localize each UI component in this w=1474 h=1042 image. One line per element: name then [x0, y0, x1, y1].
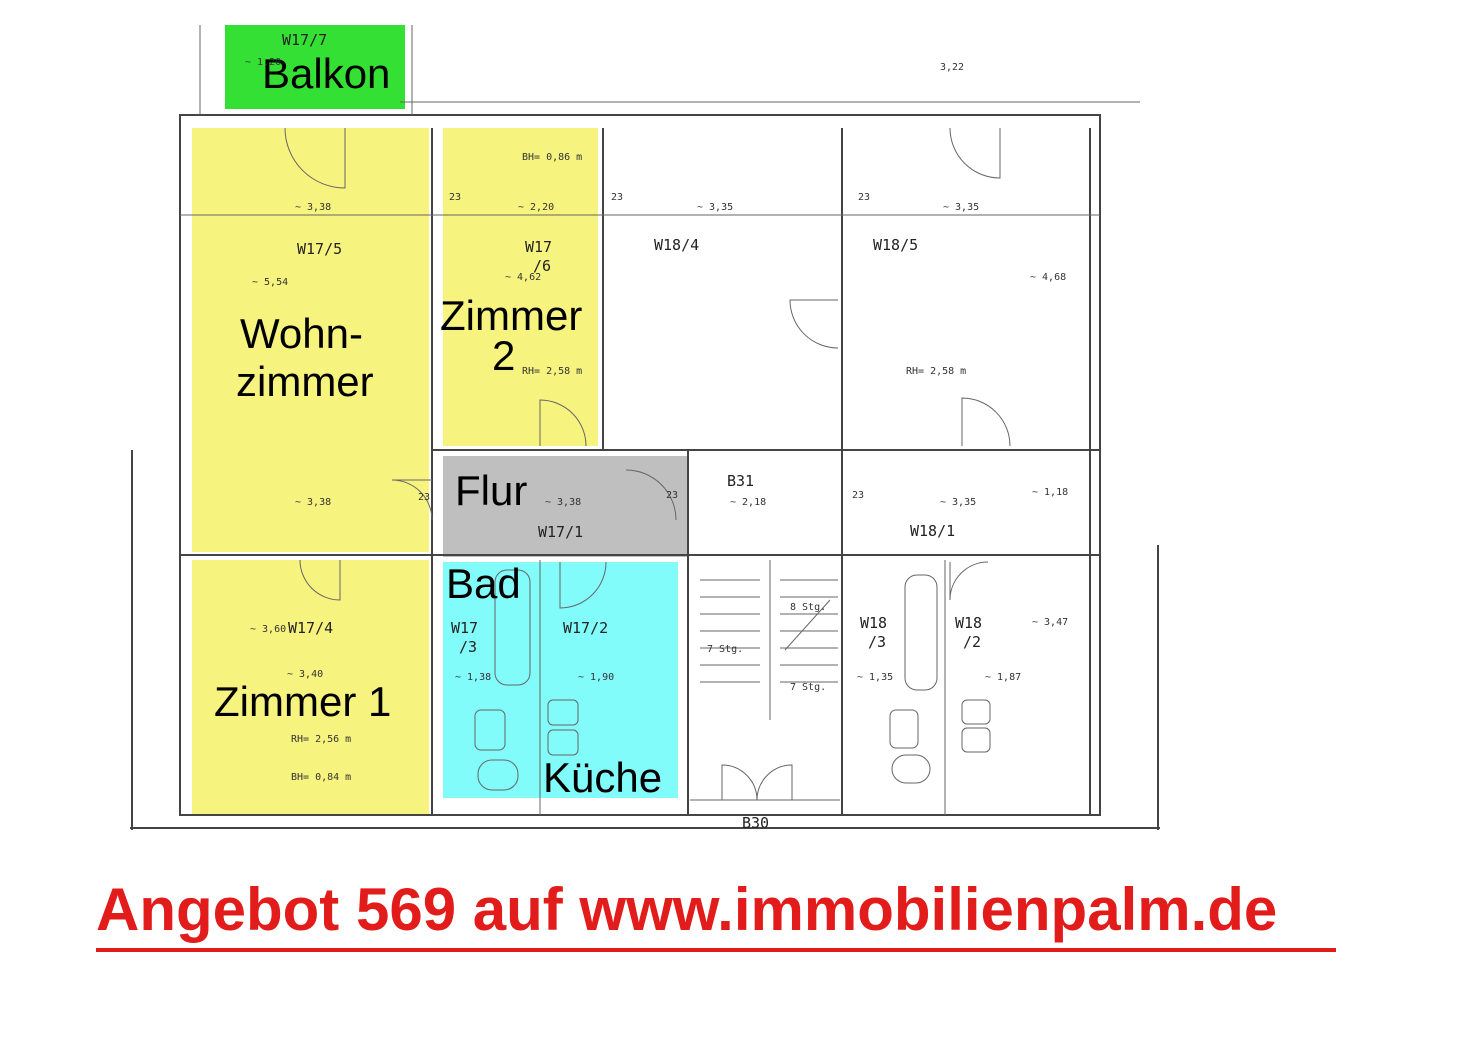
dim-340: ~ 3,40 [287, 669, 323, 680]
zimmer2-label-1: Zimmer [440, 292, 582, 339]
dim-462: ~ 4,62 [505, 272, 541, 283]
code-w17-5: W17/5 [297, 240, 342, 258]
balkon-label: Balkon [262, 50, 390, 97]
dim-220: ~ 2,20 [518, 202, 554, 213]
bad-label: Bad [446, 560, 521, 607]
dim-218: ~ 2,18 [730, 497, 766, 508]
dim-335b: ~ 3,35 [943, 202, 979, 213]
dim-135: ~ 1,35 [857, 672, 893, 683]
floor-plan: Balkon Wohn- zimmer Zimmer 2 Flur Bad Kü… [130, 25, 1160, 832]
bathroom-fixtures [474, 569, 991, 791]
code-w17-7: W17/7 [282, 31, 327, 49]
dim-338b: ~ 3,38 [295, 497, 331, 508]
code-w18-1: W18/1 [910, 522, 955, 540]
code-w18-3a: W18 [860, 614, 887, 632]
dim-187: ~ 1,87 [985, 672, 1021, 683]
code-w18-2b: /2 [963, 633, 981, 651]
stg-a: 7 Stg. [707, 644, 743, 655]
bh-zimmer2: BH= 0,86 m [522, 152, 582, 163]
dim-23d: 23 [418, 492, 430, 503]
code-w18-4: W18/4 [654, 236, 699, 254]
zimmer2-label-2: 2 [492, 332, 515, 379]
flur-fill [443, 456, 688, 557]
stg-c: 7 Stg. [790, 682, 826, 693]
dim-322: 3,22 [940, 62, 964, 73]
zimmer1-fill [192, 560, 429, 815]
dim-23e: 23 [666, 490, 678, 501]
outer-wall [179, 114, 1101, 816]
code-w17-4: W17/4 [288, 619, 333, 637]
zimmer1-label: Zimmer 1 [214, 678, 391, 725]
wohnzimmer-label-1: Wohn- [240, 310, 363, 357]
rh-w18-5: RH= 2,58 m [906, 366, 966, 377]
dim-23a: 23 [449, 192, 461, 203]
code-w17-6a: W17 [525, 238, 552, 256]
code-w17-2: W17/2 [563, 619, 608, 637]
dim-23b: 23 [611, 192, 623, 203]
code-w18-3b: /3 [868, 633, 886, 651]
wohnzimmer-label-2: zimmer [236, 358, 374, 405]
code-w17-6b: /6 [533, 257, 551, 275]
doors [284, 127, 1011, 801]
dim-23f: 23 [852, 490, 864, 501]
flur-label: Flur [455, 467, 527, 514]
stg-b: 8 Stg. [790, 602, 826, 613]
dim-468: ~ 4,68 [1030, 272, 1066, 283]
kueche-label: Küche [543, 754, 662, 801]
stairs [700, 560, 838, 720]
code-w17-3a: W17 [451, 619, 478, 637]
dim-335c: ~ 3,35 [940, 497, 976, 508]
wohnzimmer-fill [192, 128, 429, 552]
dim-554: ~ 5,54 [252, 277, 288, 288]
code-b30: B30 [742, 814, 769, 832]
dim-335a: ~ 3,35 [697, 202, 733, 213]
dim-23c: 23 [858, 192, 870, 203]
code-w17-1: W17/1 [538, 523, 583, 541]
code-w18-5: W18/5 [873, 236, 918, 254]
dim-120: ~ 1,20 [245, 57, 281, 68]
dim-360: ~ 3,60 [250, 624, 286, 635]
rh-zimmer2: RH= 2,58 m [522, 366, 582, 377]
dim-118: ~ 1,18 [1032, 487, 1068, 498]
dim-138: ~ 1,38 [455, 672, 491, 683]
code-w18-2a: W18 [955, 614, 982, 632]
dim-338c: ~ 3,38 [545, 497, 581, 508]
zimmer2-fill [443, 128, 598, 446]
rh-zimmer1: RH= 2,56 m [291, 734, 351, 745]
dim-338a: ~ 3,38 [295, 202, 331, 213]
code-b31: B31 [727, 472, 754, 490]
code-w17-3b: /3 [459, 638, 477, 656]
bh-zimmer1: BH= 0,84 m [291, 772, 351, 783]
offer-footer-link[interactable]: Angebot 569 auf www.immobilienpalm.de [96, 872, 1336, 952]
dim-347: ~ 3,47 [1032, 617, 1068, 628]
balkon-fill [225, 25, 405, 109]
dim-190: ~ 1,90 [578, 672, 614, 683]
